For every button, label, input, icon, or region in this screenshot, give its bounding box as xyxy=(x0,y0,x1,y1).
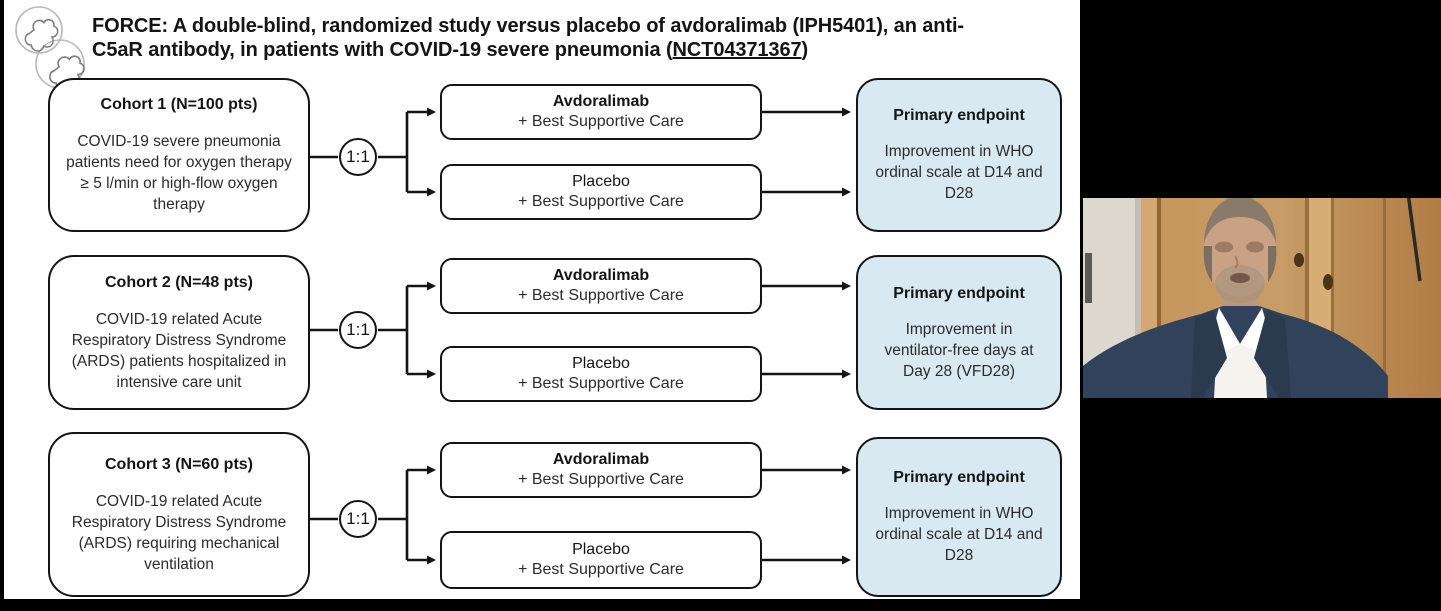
speaker-video xyxy=(1083,198,1441,398)
nct-number: NCT04371367 xyxy=(672,39,802,61)
slide-title-line1: FORCE: A double-blind, randomized study … xyxy=(92,15,964,37)
arm-name: Placebo xyxy=(572,541,630,558)
arm-name: Placebo xyxy=(572,173,630,190)
arm-name: Avdoralimab xyxy=(552,93,650,110)
cohort-2-title: Cohort 2 (N=48 pts) xyxy=(104,273,253,291)
cohort-3-title: Cohort 3 (N=60 pts) xyxy=(104,455,253,473)
cohort-3-description: COVID-19 related Acute Respiratory Distr… xyxy=(71,492,287,573)
arm-detail: + Best Supportive Care xyxy=(518,471,684,488)
endpoint-title: Primary endpoint xyxy=(893,107,1025,124)
randomization-ratio-2: 1:1 xyxy=(339,311,377,349)
arm-detail: + Best Supportive Care xyxy=(518,561,684,578)
arm-detail: + Best Supportive Care xyxy=(518,287,684,304)
arm-avdoralimab-box-2: Avdoralimab + Best Supportive Care xyxy=(440,258,762,314)
cohort-1-box: Cohort 1 (N=100 pts) COVID-19 severe pne… xyxy=(48,78,310,232)
cohort-2-box: Cohort 2 (N=48 pts) COVID-19 related Acu… xyxy=(48,255,310,410)
endpoint-box-2: Primary endpoint Improvement in ventilat… xyxy=(856,255,1062,410)
cohort-2-description: COVID-19 related Acute Respiratory Distr… xyxy=(71,310,287,391)
arm-avdoralimab-box-3: Avdoralimab + Best Supportive Care xyxy=(440,442,762,498)
arm-name: Avdoralimab xyxy=(552,451,650,468)
endpoint-box-1: Primary endpoint Improvement in WHO ordi… xyxy=(856,78,1062,232)
cohort-1-description: COVID-19 severe pneumonia patients need … xyxy=(66,133,292,213)
arm-placebo-box-3: Placebo + Best Supportive Care xyxy=(440,531,762,589)
speaker-avatar xyxy=(1083,198,1388,398)
cohort-1-title: Cohort 1 (N=100 pts) xyxy=(100,96,258,113)
arm-placebo-box-1: Placebo + Best Supportive Care xyxy=(440,164,762,220)
arm-placebo-box-2: Placebo + Best Supportive Care xyxy=(440,346,762,402)
arm-detail: + Best Supportive Care xyxy=(518,375,684,392)
endpoint-description: Improvement in WHO ordinal scale at D14 … xyxy=(875,143,1043,202)
endpoint-description: Improvement in WHO ordinal scale at D14 … xyxy=(875,505,1043,564)
slide-title-line2: C5aR antibody, in patients with COVID-19… xyxy=(92,39,809,61)
arm-name: Avdoralimab xyxy=(552,267,650,284)
slide-title: FORCE: A double-blind, randomized study … xyxy=(92,14,1082,62)
endpoint-title: Primary endpoint xyxy=(893,469,1025,486)
randomization-ratio-1: 1:1 xyxy=(339,138,377,176)
endpoint-box-3: Primary endpoint Improvement in WHO ordi… xyxy=(856,437,1062,597)
endpoint-description: Improvement in ventilator-free days at D… xyxy=(884,320,1034,380)
arm-detail: + Best Supportive Care xyxy=(518,193,684,210)
speaker-scene xyxy=(1083,198,1441,398)
arm-avdoralimab-box-1: Avdoralimab + Best Supportive Care xyxy=(440,84,762,140)
arm-detail: + Best Supportive Care xyxy=(518,113,684,130)
randomization-ratio-3: 1:1 xyxy=(339,500,377,538)
endpoint-title: Primary endpoint xyxy=(893,284,1025,302)
cohort-3-box: Cohort 3 (N=60 pts) COVID-19 related Acu… xyxy=(48,432,310,597)
arm-name: Placebo xyxy=(572,355,630,372)
